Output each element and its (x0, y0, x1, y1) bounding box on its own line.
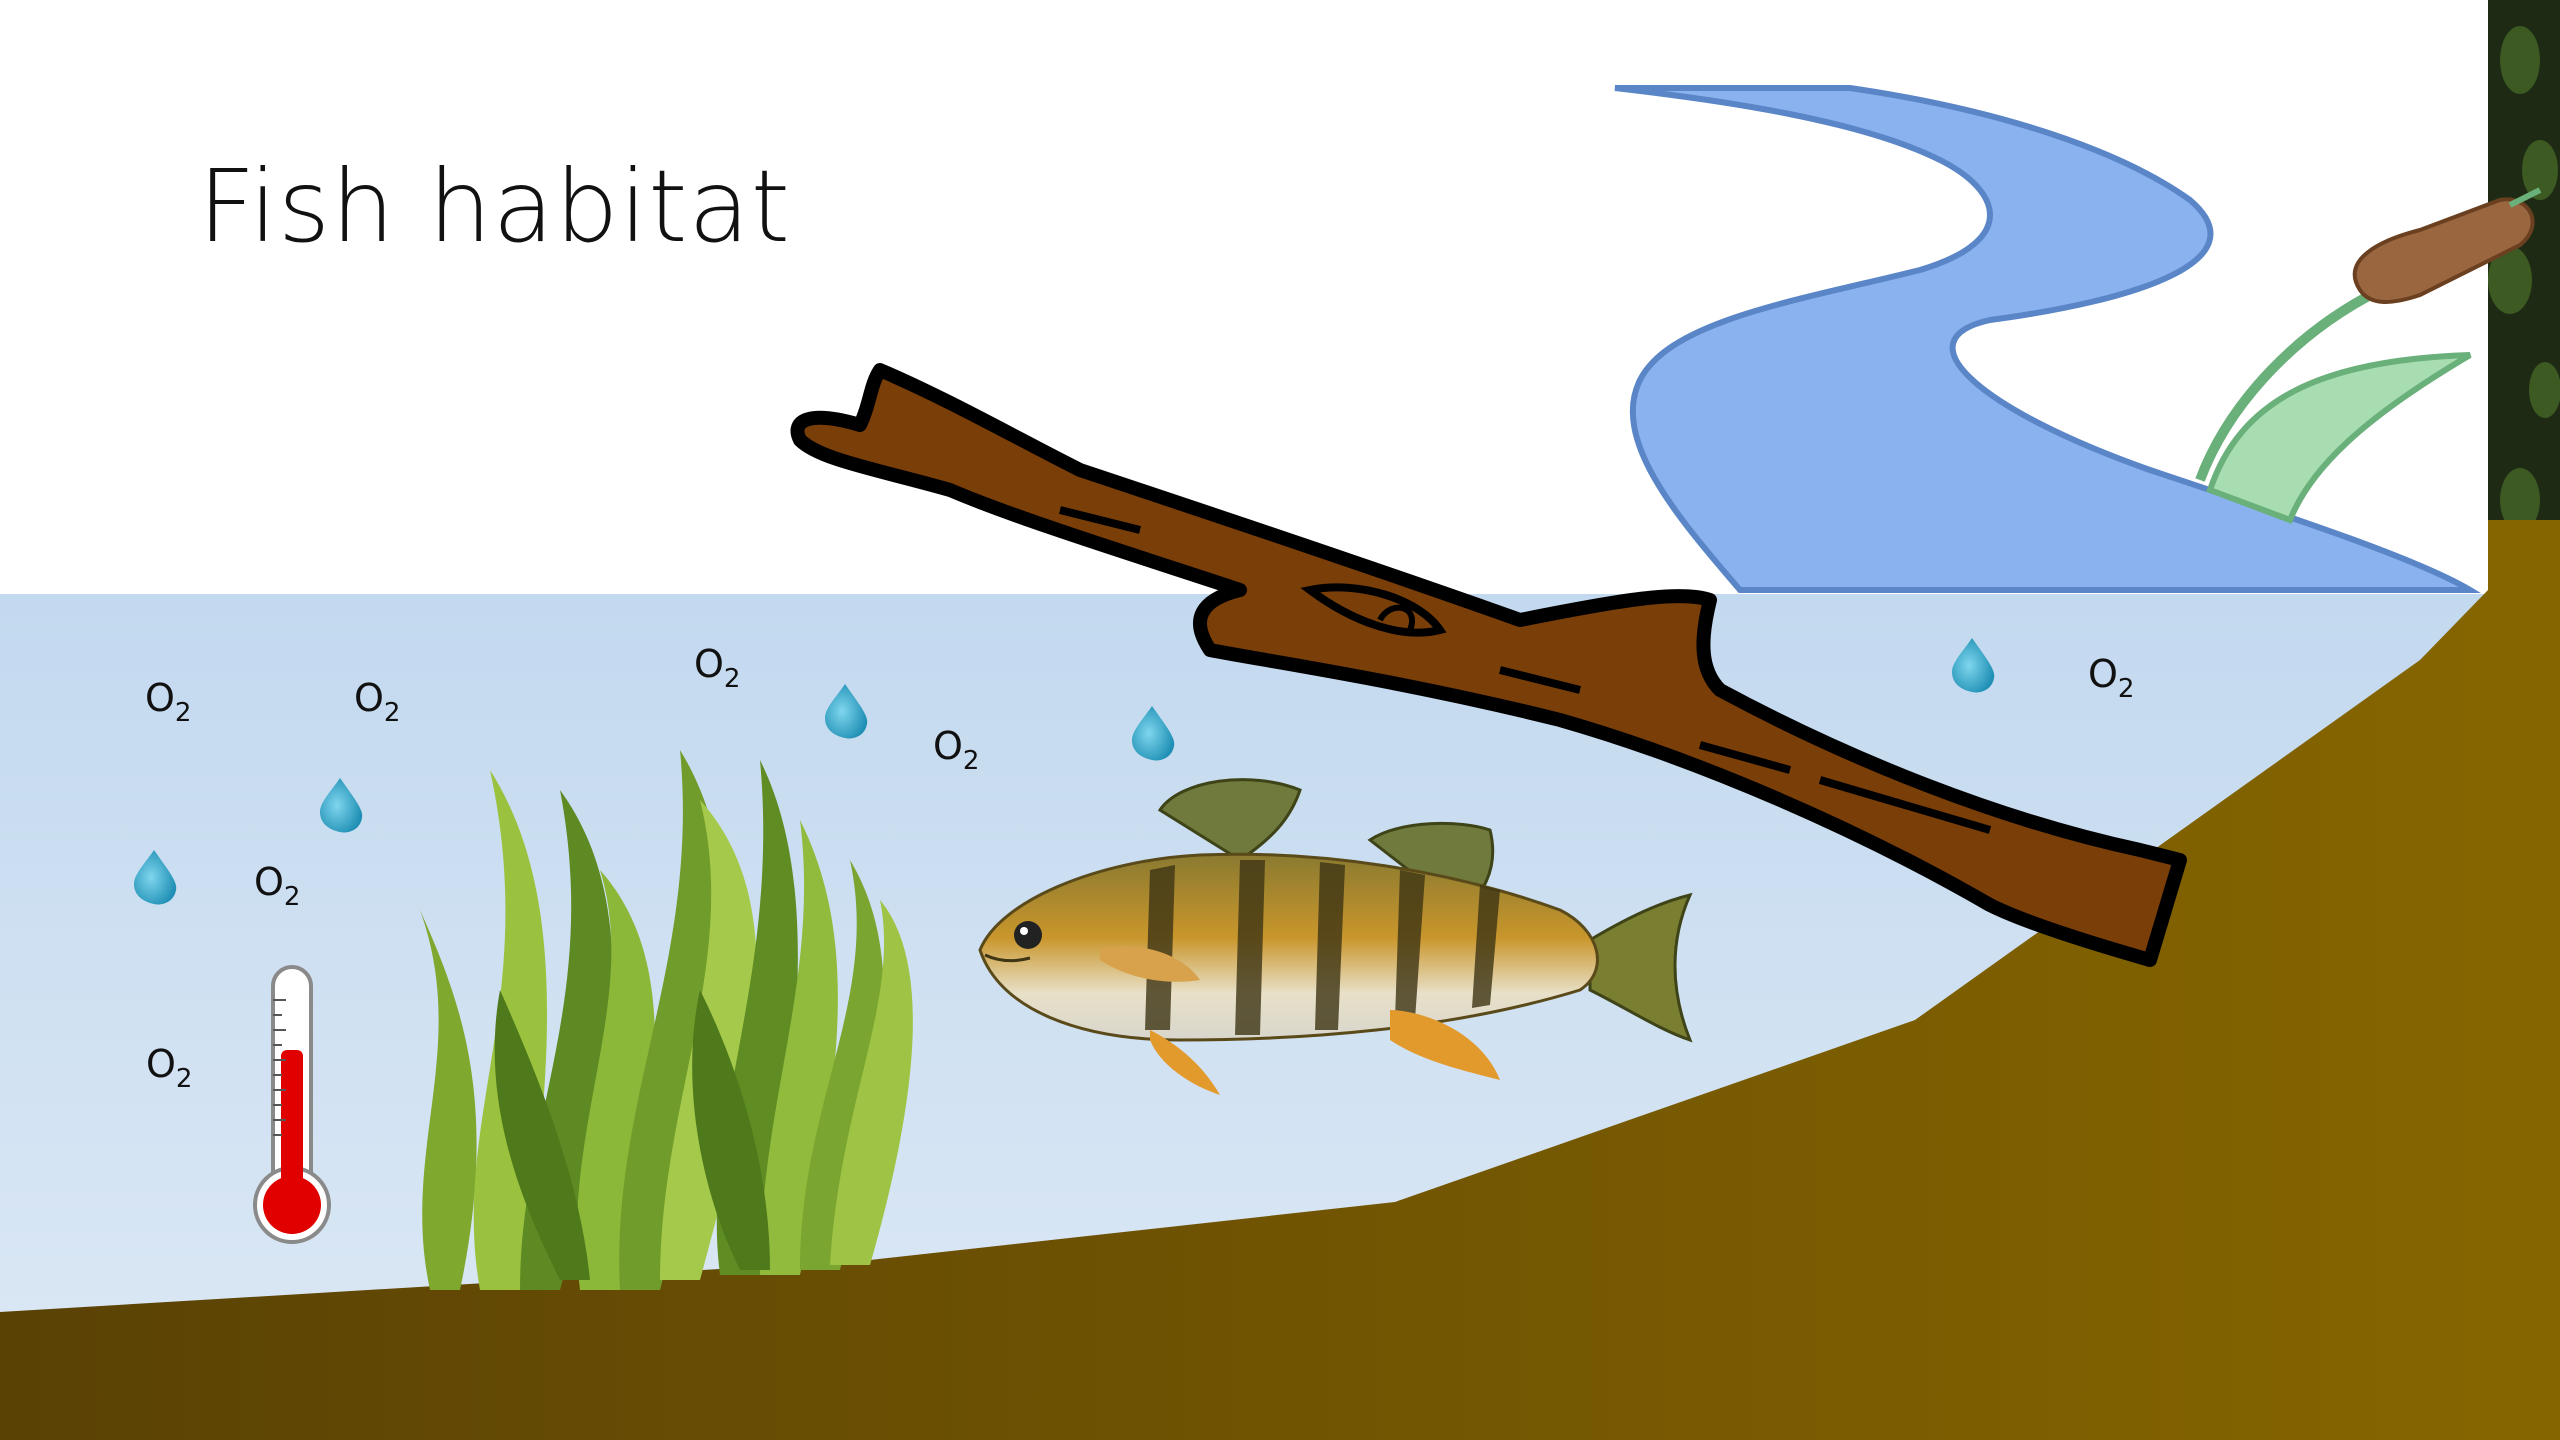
o2-label: O2 (254, 860, 300, 912)
stream-illustration (1615, 88, 2470, 590)
o2-label: O2 (354, 676, 400, 728)
o2-label: O2 (2088, 652, 2134, 704)
slide-title: Fish habitat (198, 148, 791, 265)
o2-label: O2 (145, 676, 191, 728)
o2-label: O2 (146, 1042, 192, 1094)
soil-right-slope (2488, 520, 2560, 1440)
o2-label: O2 (933, 724, 979, 776)
o2-label: O2 (694, 642, 740, 694)
